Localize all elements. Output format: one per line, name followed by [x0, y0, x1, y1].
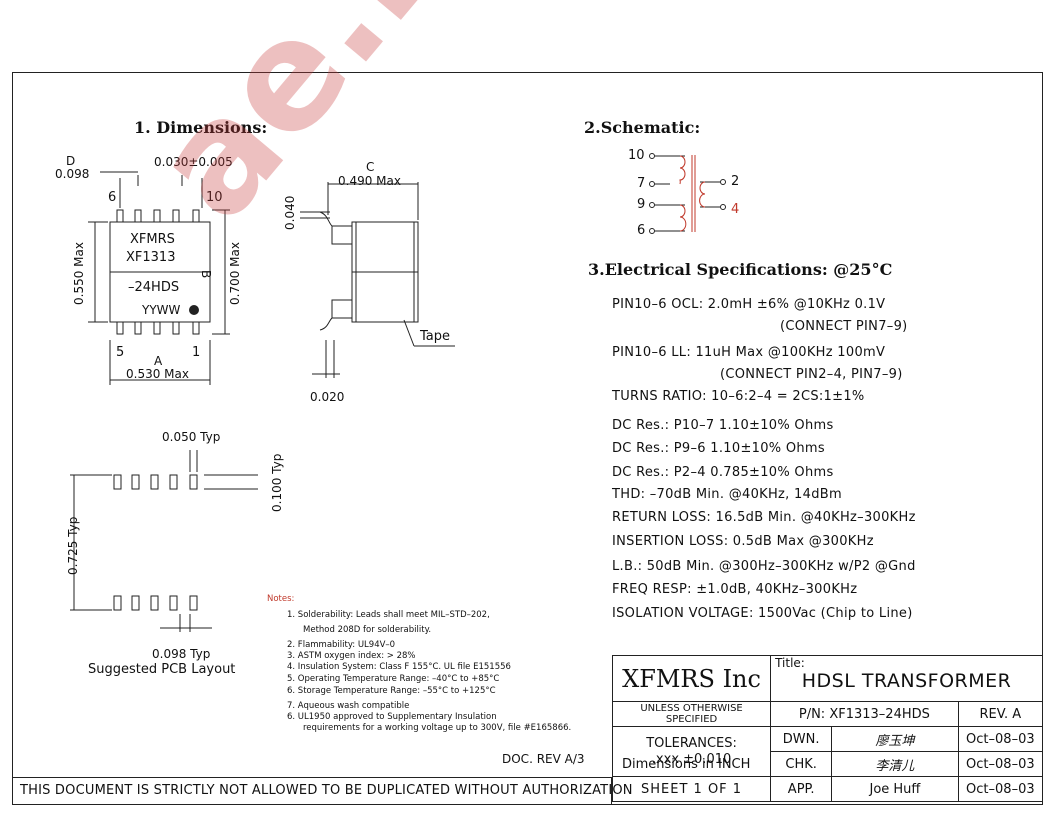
unless-specified: UNLESS OTHERWISE SPECIFIED: [611, 701, 772, 727]
part-number: XF1313–24HDS: [829, 706, 930, 722]
pin-6-label: 6: [108, 190, 117, 205]
note-4: 4. Insulation System: Class F 155°C. UL …: [287, 662, 511, 672]
dim-lead-foot: 0.020: [310, 390, 345, 404]
dwn-signature: 廖玉坤: [831, 726, 959, 752]
dwn-date: Oct–08–03: [957, 726, 1044, 752]
schematic-pin-7: 7: [637, 176, 646, 191]
dim-pin-pitch: 0.030±0.005: [154, 155, 233, 169]
pcb-row-span: 0.725 Typ: [66, 516, 80, 575]
spec-ocl-note: (CONNECT PIN7–9): [780, 319, 908, 334]
pcb-pad-width: 0.050 Typ: [162, 430, 221, 444]
spec-isolation: ISOLATION VOLTAGE: 1500Vac (Chip to Line…: [612, 606, 913, 621]
footer-box: [12, 777, 612, 805]
spec-insertion-loss: INSERTION LOSS: 0.5dB Max @300KHz: [612, 534, 874, 549]
marking-line-3: –24HDS: [128, 280, 180, 295]
spec-thd: THD: –70dB Min. @40KHz, 14dBm: [612, 487, 842, 502]
app-label: APP.: [770, 776, 833, 802]
title-cell: Title: HDSL TRANSFORMER: [770, 655, 1043, 702]
note-1: 1. Solderability: Leads shall meet MIL–S…: [287, 610, 490, 620]
pcb-pitch: 0.098 Typ: [152, 647, 211, 661]
company-name-cell: XFMRS Inc: [611, 655, 772, 702]
note-7: 7. Aqueous wash compatible: [287, 701, 410, 711]
note-3: 3. ASTM oxygen index: > 28%: [287, 651, 416, 661]
part-number-label: P/N:: [798, 706, 826, 722]
spec-dc-res-2: DC Res.: P9–6 1.10±10% Ohms: [612, 441, 825, 456]
dim-d-label: D: [66, 154, 76, 168]
note-2: 2. Flammability: UL94V–0: [287, 640, 396, 650]
dim-lead-thickness: 0.040: [283, 195, 297, 230]
marking-date-code: YYWW: [142, 303, 181, 317]
pin-5-label: 5: [116, 345, 125, 360]
schematic-pin-6: 6: [637, 223, 646, 238]
marking-line-1: XFMRS: [130, 232, 175, 247]
pin-10-label: 10: [206, 190, 223, 205]
note-8-cont: requirements for a working voltage up to…: [303, 723, 572, 733]
drawing-frame: [12, 72, 1043, 805]
top-pins: [116, 209, 200, 223]
dim-a-label: A: [154, 354, 163, 368]
spec-turns-ratio: TURNS RATIO: 10–6:2–4 = 2CS:1±1%: [612, 389, 865, 404]
note-1-cont: Method 208D for solderability.: [303, 625, 432, 635]
revision: REV. A: [957, 701, 1044, 727]
company-name: XFMRS Inc: [622, 664, 761, 693]
schematic-windings: [679, 155, 706, 232]
schematic-pin-10: 10: [628, 148, 645, 163]
drawing-title: HDSL TRANSFORMER: [801, 670, 1012, 692]
schematic-pin-9: 9: [637, 197, 646, 212]
pcb-pads-top: [113, 474, 198, 490]
marking-line-2: XF1313: [126, 250, 176, 265]
note-6: 6. Storage Temperature Range: –55°C to +…: [287, 686, 496, 696]
chk-date: Oct–08–03: [957, 751, 1044, 777]
spec-return-loss: RETURN LOSS: 16.5dB Min. @40KHz–300KHz: [612, 510, 916, 525]
tolerances-cell: TOLERANCES: .xxx ±0.010: [611, 726, 772, 777]
title-label: Title:: [775, 656, 805, 670]
electrical-heading: 3.Electrical Specifications: @25°C: [588, 260, 893, 279]
pcb-caption: Suggested PCB Layout: [88, 662, 236, 677]
schematic-pin-4: 4: [731, 202, 740, 217]
dim-height-max: 0.550 Max: [72, 242, 86, 305]
dim-b-value: 0.700 Max: [228, 242, 242, 305]
spec-lb: L.B.: 50dB Min. @300Hz–300KHz w/P2 @Gnd: [612, 559, 916, 574]
spec-freq-resp: FREQ RESP: ±1.0dB, 40KHz–300KHz: [612, 582, 858, 597]
doc-revision: DOC. REV A/3: [502, 752, 585, 766]
sheet-number: SHEET 1 OF 1: [611, 776, 772, 802]
tolerance-value: .xxx ±0.010: [651, 751, 732, 767]
app-name: Joe Huff: [831, 776, 959, 802]
dim-d-value: 0.098: [55, 167, 90, 181]
schematic-lines: [655, 155, 720, 232]
note-5: 5. Operating Temperature Range: –40°C to…: [287, 674, 500, 684]
pin-1-label: 1: [192, 345, 201, 360]
notes-title: Notes:: [267, 594, 295, 604]
spec-ll-note: (CONNECT PIN2–4, PIN7–9): [720, 367, 903, 382]
schematic-heading: 2.Schematic:: [584, 118, 701, 137]
spec-dc-res-3: DC Res.: P2–4 0.785±10% Ohms: [612, 465, 834, 480]
tolerances-label: TOLERANCES:: [646, 735, 737, 751]
spec-dc-res-1: DC Res.: P10–7 1.10±10% Ohms: [612, 418, 834, 433]
spec-ocl: PIN10–6 OCL: 2.0mH ±6% @10KHz 0.1V: [612, 297, 886, 312]
footer-disclaimer: THIS DOCUMENT IS STRICTLY NOT ALLOWED TO…: [20, 783, 633, 798]
dim-b-label: B: [199, 270, 213, 279]
dim-c-value: 0.490 Max: [338, 174, 401, 188]
dimensions-unit: Dimensions in INCH: [622, 757, 751, 772]
dimensions-heading: 1. Dimensions:: [134, 118, 268, 137]
title-block: XFMRS Inc Title: HDSL TRANSFORMER UNLESS…: [611, 655, 1044, 802]
part-number-cell: P/N: XF1313–24HDS: [770, 701, 959, 727]
spec-ll: PIN10–6 LL: 11uH Max @100KHz 100mV: [612, 345, 886, 360]
dim-a-value: 0.530 Max: [126, 367, 189, 381]
tape-label: Tape: [420, 329, 451, 344]
schematic-pin-2: 2: [731, 174, 740, 189]
chk-label: CHK.: [770, 751, 833, 777]
dim-c-label: C: [366, 160, 375, 174]
chk-signature: 李清儿: [831, 751, 959, 777]
pcb-pad-length: 0.100 Typ: [270, 453, 284, 512]
bottom-pins: [116, 321, 200, 335]
dwn-label: DWN.: [770, 726, 833, 752]
app-date: Oct–08–03: [957, 776, 1044, 802]
pcb-pads-bottom: [113, 595, 198, 611]
note-8: 6. UL1950 approved to Supplementary Insu…: [287, 712, 497, 722]
